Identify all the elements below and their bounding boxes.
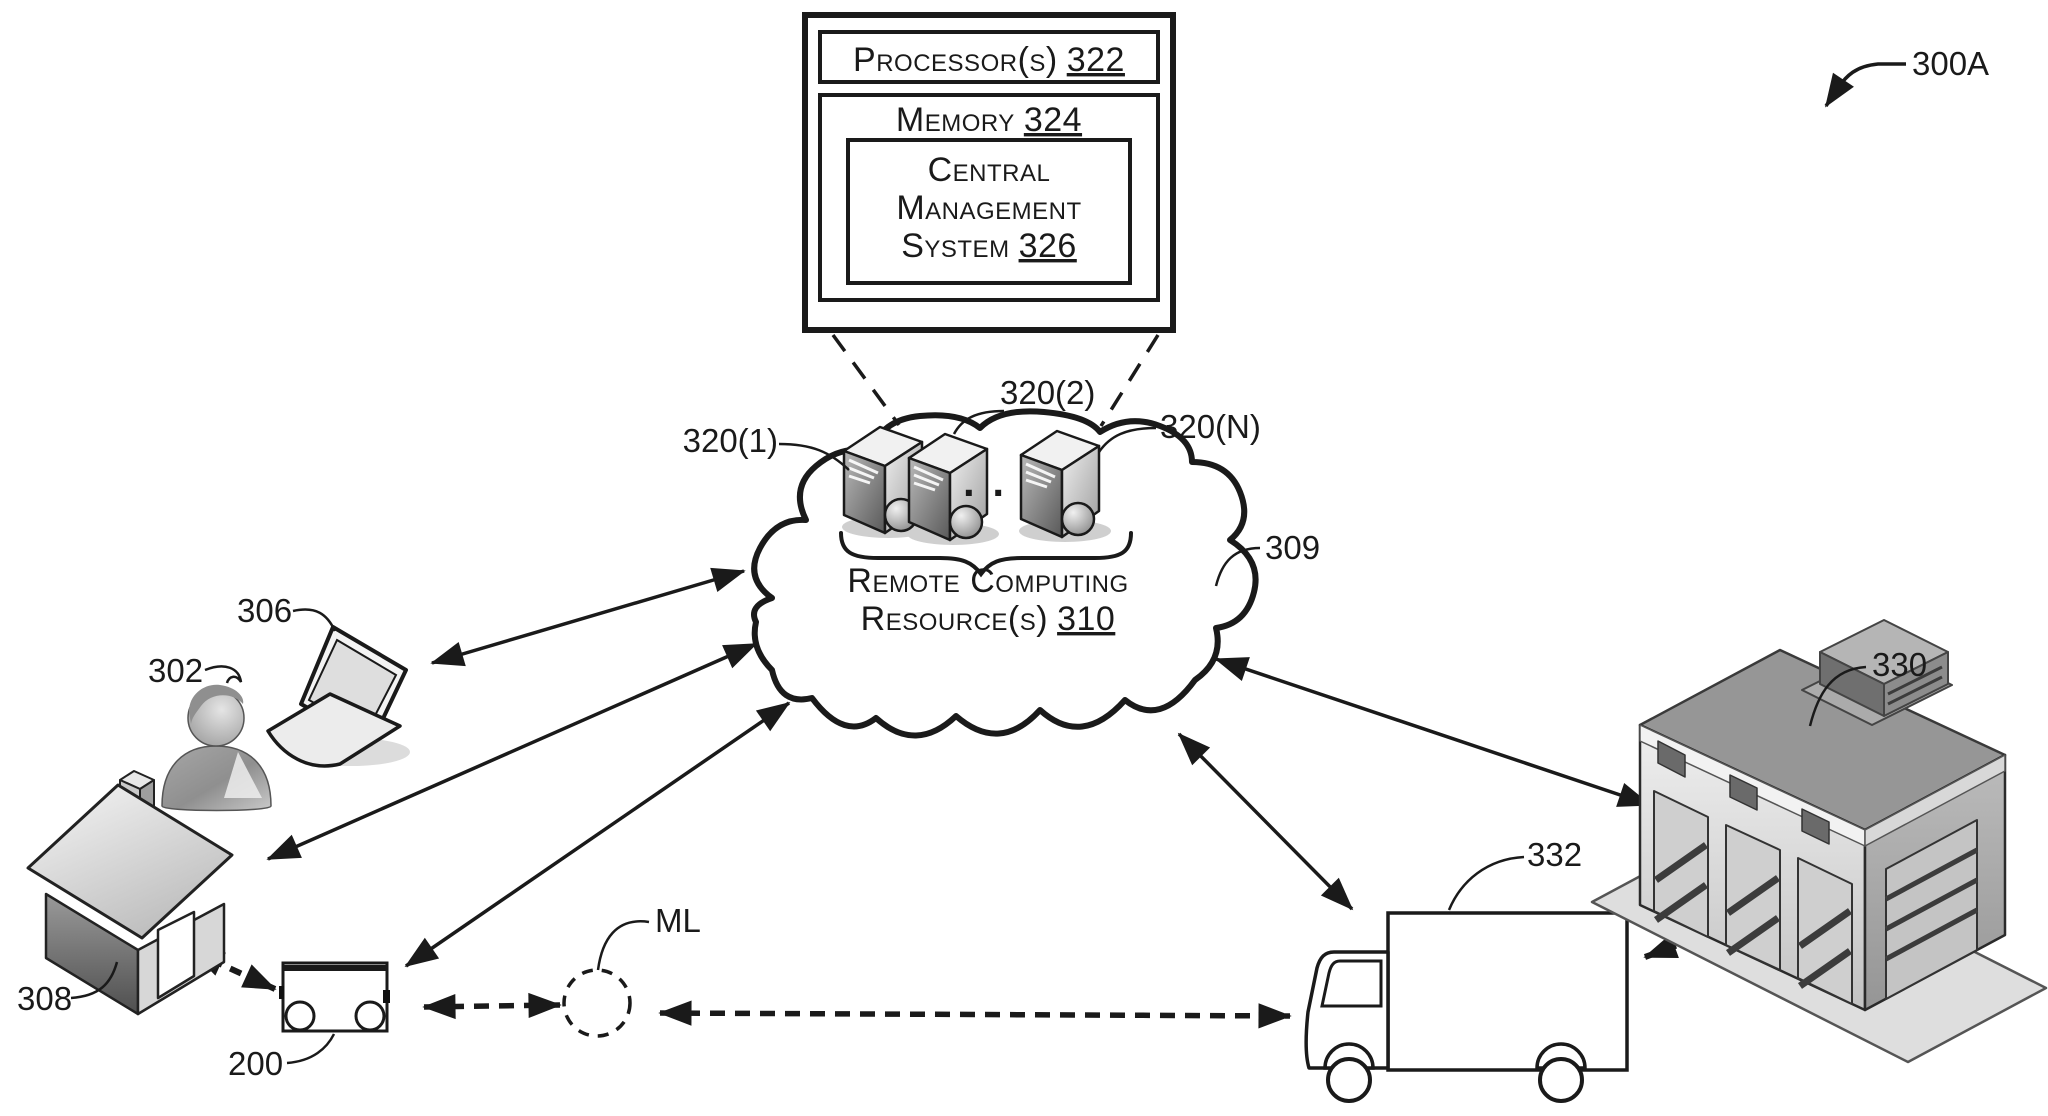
leader-320-2 — [952, 409, 1005, 435]
facility-window-1 — [1657, 740, 1686, 778]
facility-garage-door-2 — [1725, 824, 1781, 971]
label-332: 332 — [1527, 836, 1582, 873]
dashed-arrow-robot-ml — [422, 992, 562, 1020]
server-icon-n — [1017, 429, 1113, 544]
user-body — [161, 745, 272, 812]
ml-model-node — [562, 968, 632, 1038]
cms-label-line2: Management — [896, 189, 1081, 227]
cloud-caption-line2: Resource(s)310 — [861, 600, 1116, 638]
facility-end-door — [1884, 819, 1979, 1000]
laptop-icon — [266, 625, 410, 768]
leader-200 — [286, 1033, 336, 1065]
servers-brace — [839, 531, 1133, 578]
server-ellipsis: . . — [963, 458, 1007, 505]
dashed-link-box-to-servers-right — [1099, 334, 1160, 427]
leader-309 — [1214, 546, 1261, 587]
leader-330 — [1808, 665, 1867, 727]
label-ml: ML — [655, 902, 701, 939]
user-icon — [161, 684, 272, 812]
cms-box — [846, 138, 1132, 285]
facility-window-3 — [1801, 808, 1830, 845]
leader-308 — [70, 961, 119, 1000]
truck-rear-wheel — [1538, 1057, 1584, 1103]
label-306: 306 — [237, 592, 292, 629]
arrow-cloud-laptop — [430, 567, 746, 667]
truck-box — [1386, 911, 1629, 1072]
leader-ml — [596, 920, 650, 971]
facility-garage-door-1 — [1653, 790, 1709, 938]
facility-building-icon — [1590, 619, 2048, 1064]
dashed-link-box-to-servers-left — [831, 333, 901, 427]
leader-320-n — [1097, 426, 1157, 453]
user-body-highlight — [224, 752, 262, 798]
robot-wheel-left — [284, 1000, 316, 1032]
arrow-cloud-truck — [1177, 732, 1354, 911]
house-roof — [26, 783, 234, 940]
label-200: 200 — [228, 1045, 283, 1082]
truck-window — [1320, 959, 1383, 1008]
robot-left-sensor — [279, 986, 284, 999]
arrow-cloud-facility — [1214, 657, 1652, 807]
label-320-2: 320(2) — [1000, 374, 1095, 411]
cms-label-line1: Central — [928, 151, 1051, 189]
figure-ref-label: 300A — [1912, 45, 1989, 82]
robot-right-sensor — [383, 990, 390, 1003]
figure-ref-arrow — [1824, 62, 1906, 108]
robot-wheel-right — [354, 1000, 386, 1032]
label-308: 308 — [17, 980, 72, 1017]
figure-ref-callout: 300A — [1824, 45, 1989, 108]
truck-front-wheel — [1326, 1057, 1372, 1103]
house-icon — [26, 770, 234, 1016]
leader-306 — [292, 608, 337, 632]
facility-window-2 — [1729, 774, 1758, 811]
leader-332 — [1447, 855, 1525, 911]
leader-302 — [204, 665, 243, 684]
processor-label: Processor(s)322 — [853, 41, 1125, 79]
label-320-1: 320(1) — [683, 422, 778, 459]
house-door — [156, 910, 196, 1000]
facility-garage-door-3 — [1797, 857, 1853, 1005]
user-hair — [189, 684, 244, 724]
leader-lines — [70, 409, 1867, 1065]
label-302: 302 — [148, 652, 203, 689]
processor-box — [818, 30, 1160, 84]
delivery-robot-icon — [279, 961, 390, 1033]
cloud-caption-line1: Remote Computing — [847, 562, 1128, 600]
dashed-arrow-house-robot — [190, 948, 277, 992]
dashed-arrow-ml-truck — [658, 1000, 1292, 1029]
facility-parapet-end — [1864, 754, 2006, 847]
label-320-n: 320(N) — [1160, 408, 1261, 445]
label-309: 309 — [1265, 529, 1320, 566]
label-330: 330 — [1872, 646, 1927, 683]
delivery-truck-icon — [1304, 911, 1629, 1103]
arrow-cloud-robot — [404, 701, 791, 968]
laptop-base — [266, 692, 402, 768]
leader-320-1 — [778, 442, 850, 471]
facility-rooftop-unit — [1801, 619, 1953, 726]
